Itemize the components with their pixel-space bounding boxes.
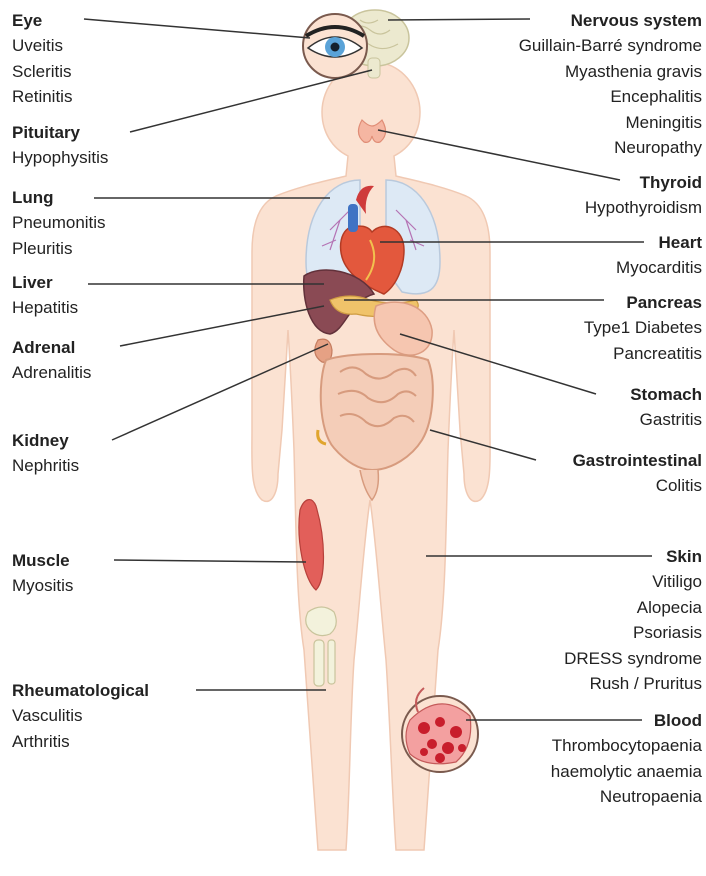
label-eye-item: Retinitis <box>12 84 72 109</box>
label-eye-item: Scleritis <box>12 59 72 84</box>
label-adrenal-title: Adrenal <box>12 335 91 360</box>
label-rheumatological: Rheumatological Vasculitis Arthritis <box>12 678 149 754</box>
label-gastrointestinal: Gastrointestinal Colitis <box>573 448 702 499</box>
label-pancreas-title: Pancreas <box>584 290 702 315</box>
label-lung: Lung Pneumonitis Pleuritis <box>12 185 106 261</box>
label-pancreas: Pancreas Type1 Diabetes Pancreatitis <box>584 290 702 366</box>
label-heart-title: Heart <box>616 230 702 255</box>
leader-nervous <box>388 19 530 20</box>
label-nervous-system-title: Nervous system <box>519 8 702 33</box>
label-pituitary: Pituitary Hypophysitis <box>12 120 108 171</box>
label-blood-item: haemolytic anaemia <box>551 759 702 784</box>
label-nervous-system-item: Guillain-Barré syndrome <box>519 33 702 58</box>
label-rheumatological-title: Rheumatological <box>12 678 149 703</box>
label-blood-item: Thrombocytopaenia <box>551 733 702 758</box>
label-nervous-system-item: Meningitis <box>519 110 702 135</box>
label-blood: Blood Thrombocytopaenia haemolytic anaem… <box>551 708 702 810</box>
label-liver-item: Hepatitis <box>12 295 78 320</box>
label-heart: Heart Myocarditis <box>616 230 702 281</box>
label-nervous-system: Nervous system Guillain-Barré syndrome M… <box>519 8 702 160</box>
label-adrenal: Adrenal Adrenalitis <box>12 335 91 386</box>
label-skin-title: Skin <box>564 544 702 569</box>
label-nervous-system-item: Neuropathy <box>519 135 702 160</box>
label-skin-item: Rush / Pruritus <box>564 671 702 696</box>
label-skin-item: Alopecia <box>564 595 702 620</box>
label-adrenal-item: Adrenalitis <box>12 360 91 385</box>
label-skin-item: Psoriasis <box>564 620 702 645</box>
label-liver: Liver Hepatitis <box>12 270 78 321</box>
label-lung-item: Pleuritis <box>12 236 106 261</box>
label-thyroid-item: Hypothyroidism <box>585 195 702 220</box>
label-blood-title: Blood <box>551 708 702 733</box>
leader-muscle <box>114 560 306 562</box>
label-liver-title: Liver <box>12 270 78 295</box>
label-nervous-system-item: Encephalitis <box>519 84 702 109</box>
label-gastrointestinal-item: Colitis <box>573 473 702 498</box>
label-thyroid-title: Thyroid <box>585 170 702 195</box>
label-thyroid: Thyroid Hypothyroidism <box>585 170 702 221</box>
label-rheumatological-item: Vasculitis <box>12 703 149 728</box>
label-kidney-title: Kidney <box>12 428 79 453</box>
label-kidney-item: Nephritis <box>12 453 79 478</box>
label-skin-item: Vitiligo <box>564 569 702 594</box>
label-muscle: Muscle Myositis <box>12 548 73 599</box>
label-stomach-title: Stomach <box>630 382 702 407</box>
label-skin-item: DRESS syndrome <box>564 646 702 671</box>
label-lung-item: Pneumonitis <box>12 210 106 235</box>
label-pituitary-title: Pituitary <box>12 120 108 145</box>
label-muscle-title: Muscle <box>12 548 73 573</box>
label-muscle-item: Myositis <box>12 573 73 598</box>
label-nervous-system-item: Myasthenia gravis <box>519 59 702 84</box>
label-eye-item: Uveitis <box>12 33 72 58</box>
label-stomach: Stomach Gastritis <box>630 382 702 433</box>
label-heart-item: Myocarditis <box>616 255 702 280</box>
label-eye: Eye Uveitis Scleritis Retinitis <box>12 8 72 110</box>
label-stomach-item: Gastritis <box>630 407 702 432</box>
label-blood-item: Neutropaenia <box>551 784 702 809</box>
label-pancreas-item: Pancreatitis <box>584 341 702 366</box>
label-pancreas-item: Type1 Diabetes <box>584 315 702 340</box>
label-lung-title: Lung <box>12 185 106 210</box>
label-eye-title: Eye <box>12 8 72 33</box>
label-rheumatological-item: Arthritis <box>12 729 149 754</box>
leader-eye <box>84 19 310 38</box>
eye-illustration <box>303 14 367 78</box>
label-kidney: Kidney Nephritis <box>12 428 79 479</box>
label-gastrointestinal-title: Gastrointestinal <box>573 448 702 473</box>
label-skin: Skin Vitiligo Alopecia Psoriasis DRESS s… <box>564 544 702 696</box>
label-pituitary-item: Hypophysitis <box>12 145 108 170</box>
